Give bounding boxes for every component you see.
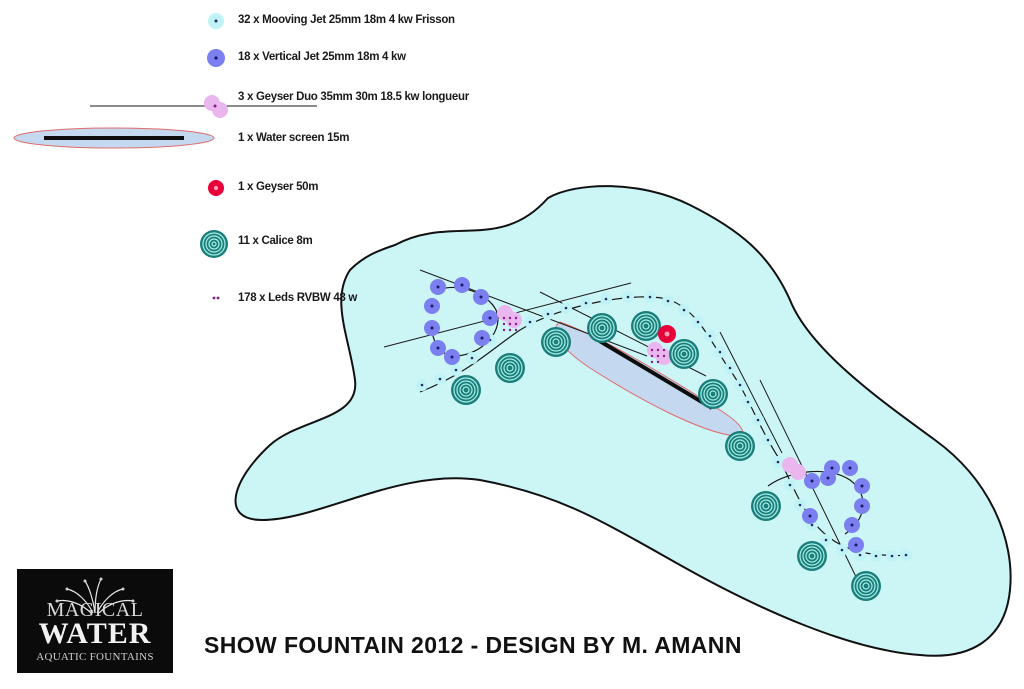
logo-text-magical: MAGICAL (46, 599, 144, 621)
logo-text-aquatic: AQUATIC FOUNTAINS (36, 651, 154, 663)
legend-icons (13, 13, 228, 300)
moving-jet-icon (208, 13, 224, 29)
legend-label-leds: 178 x Leds RVBW 48 w (238, 292, 358, 304)
logo-text-water: WATER (38, 617, 152, 650)
geyser-duos (497, 305, 806, 480)
geyser-50-marker (658, 325, 676, 343)
water-screen-icon (13, 127, 215, 149)
legend-label-geyser-50: 1 x Geyser 50m (238, 181, 319, 193)
legend-label-vertical-jet: 18 x Vertical Jet 25mm 18m 4 kw (238, 51, 406, 63)
design-caption: SHOW FOUNTAIN 2012 - DESIGN BY M. AMANN (204, 632, 742, 658)
fountain-logo-icon (55, 577, 135, 614)
legend-label-water-screen: 1 x Water screen 15m (238, 132, 350, 144)
legend-label-calice: 11 x Calice 8m (238, 235, 313, 247)
legend-label-geyser-duo: 3 x Geyser Duo 35mm 30m 18.5 kw longueur (238, 91, 469, 103)
geyser-duo-icon (204, 95, 228, 118)
calice-icon (200, 230, 228, 258)
vertical-jet-icon (207, 49, 225, 67)
led-icon (212, 296, 220, 300)
pool-basin (234, 185, 1012, 657)
legend-label-moving-jet: 32 x Mooving Jet 25mm 18m 4 kw Frisson (238, 14, 455, 26)
geyser-icon (208, 180, 224, 196)
magical-water-logo: MAGICAL WATER AQUATIC FOUNTAINS (17, 569, 173, 673)
calices (451, 311, 881, 601)
